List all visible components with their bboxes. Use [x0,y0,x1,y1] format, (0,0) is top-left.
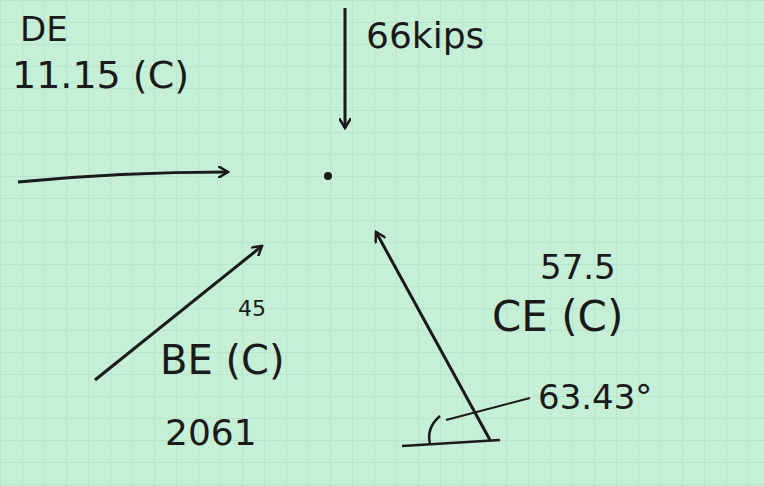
member-name: BE (C) [160,340,285,380]
angle-arc [429,416,440,444]
angle-value: 63.43° [538,380,652,414]
force-value: 2061 [165,415,257,451]
force-arrow-ce [376,232,490,440]
leader-line [446,398,530,420]
member-name: DE [20,12,68,46]
member-name: CE (C) [492,296,623,338]
angle-baseline [402,440,500,446]
load-value: 66kips [366,18,484,54]
force-value: 11.15 (C) [12,56,189,94]
force-arrow-de [18,172,228,182]
load-arrow [344,8,347,128]
joint-dot [324,172,332,180]
angle-value: 45 [238,298,266,320]
force-value: 57.5 [540,250,616,284]
